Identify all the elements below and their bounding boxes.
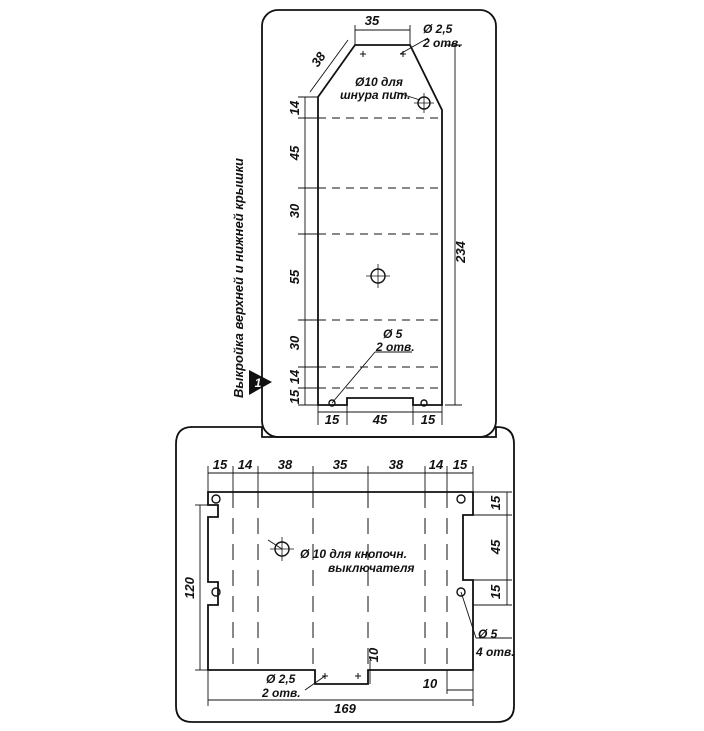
bottom-fold-lines xyxy=(232,492,448,670)
dim-seg-14b: 14 xyxy=(287,369,302,384)
note-hole-right-count: 4 отв. xyxy=(475,645,515,659)
dim-top-seg-7: 15 xyxy=(453,457,468,472)
bottom-panel-labels: 15 14 38 35 38 14 15 120 15 45 15 Ø 10 д… xyxy=(182,457,515,716)
figure-title: Выкройка верхней и нижней крышки xyxy=(231,158,246,398)
dim-bottom-width: 169 xyxy=(334,701,356,716)
bottom-panel xyxy=(175,426,515,723)
dim-notch-depth: 10 xyxy=(366,647,381,662)
figure-marker-icon xyxy=(249,370,272,395)
top-pattern-outline xyxy=(317,44,443,406)
note-cord-hole-1: Ø10 для xyxy=(355,75,403,89)
dim-right-45: 45 xyxy=(488,539,503,555)
note-switch-hole-1: Ø 10 для кнопочн. xyxy=(300,547,407,561)
bottom-dim-lines xyxy=(195,466,512,706)
dim-seg-15: 15 xyxy=(287,389,302,404)
note-hole-small-bottom: Ø 2,5 xyxy=(266,672,296,686)
dim-seg-14a: 14 xyxy=(287,100,302,115)
dim-bottom-right: 15 xyxy=(421,412,436,427)
note-hole-right: Ø 5 xyxy=(478,627,498,641)
note-hole-small-bottom-count: 2 отв. xyxy=(261,686,301,700)
dim-right-15b: 15 xyxy=(488,584,503,599)
dim-right-offset: 10 xyxy=(423,676,438,691)
top-holes xyxy=(328,51,434,407)
dim-seg-45: 45 xyxy=(287,145,302,161)
dim-seg-30a: 30 xyxy=(287,203,302,218)
figure-number: 1 xyxy=(255,376,262,390)
top-fold-lines xyxy=(318,117,442,389)
bottom-panel-frame xyxy=(175,426,515,723)
dim-top-seg-5: 38 xyxy=(389,457,404,472)
dim-seg-30b: 30 xyxy=(287,335,302,350)
dim-height-left: 120 xyxy=(182,576,197,598)
dim-seg-55: 55 xyxy=(287,269,302,284)
note-hole-bottom-count: 2 отв. xyxy=(375,340,415,354)
top-panel-labels: 35 38 Ø 2,5 2 отв. Ø10 для шнура пит. 23… xyxy=(287,13,468,427)
dim-top-seg-2: 14 xyxy=(238,457,253,472)
note-hole-bottom: Ø 5 xyxy=(383,327,403,341)
dim-bottom-left: 15 xyxy=(325,412,340,427)
dim-chamfer: 38 xyxy=(308,49,329,70)
dim-top-seg-1: 15 xyxy=(213,457,228,472)
dim-top-seg-6: 14 xyxy=(429,457,444,472)
note-hole-small-count: 2 отв. xyxy=(422,36,462,50)
dim-top-seg-3: 38 xyxy=(278,457,293,472)
bottom-holes xyxy=(211,494,466,679)
bottom-pattern-outline xyxy=(207,491,474,685)
dim-height-total: 234 xyxy=(453,240,468,263)
top-dim-lines xyxy=(298,25,462,425)
dim-bottom-mid: 45 xyxy=(372,412,388,427)
note-switch-hole-2: выключателя xyxy=(328,561,415,575)
note-hole-small: Ø 2,5 xyxy=(423,22,453,36)
dim-top-width: 35 xyxy=(365,13,380,28)
dim-top-seg-4: 35 xyxy=(333,457,348,472)
note-cord-hole-2: шнура пит. xyxy=(340,88,410,102)
dim-right-15a: 15 xyxy=(488,495,503,510)
